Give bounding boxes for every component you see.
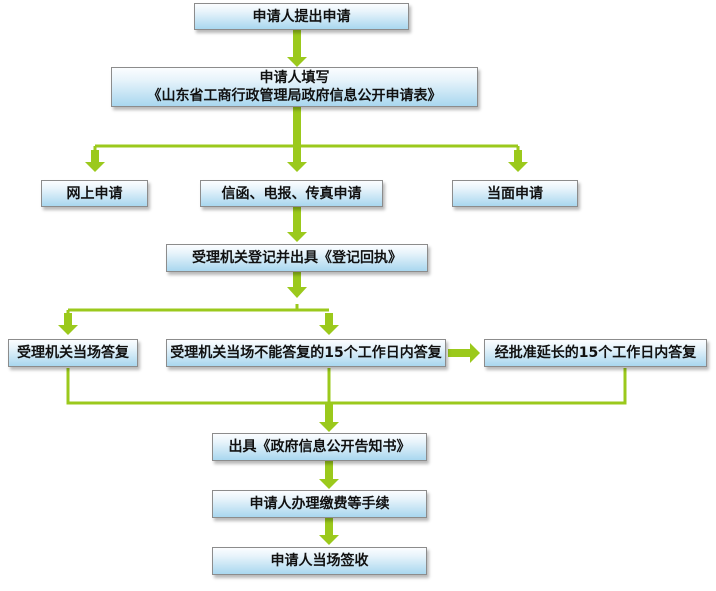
node-fees-label: 申请人办理缴费等手续 [249, 496, 390, 512]
node-in-person-application: 当面申请 [452, 180, 578, 207]
arrow-merge-to-notice [319, 402, 339, 432]
node-mail-label: 信函、电报、传真申请 [221, 185, 362, 202]
arrow-mail-to-register [287, 207, 307, 242]
node-reply-on-spot: 受理机关当场答复 [8, 339, 138, 367]
connector-split-replies [66, 304, 329, 315]
node-reply-spot-label: 受理机关当场答复 [17, 345, 129, 361]
arrow-to-reply-15 [319, 313, 339, 335]
node-fill-form: 申请人填写 《山东省工商行政管理局政府信息公开申请表》 [111, 67, 478, 107]
node-online-label: 网上申请 [66, 185, 123, 202]
node-reply-extension: 经批准延长的15个工作日内答复 [484, 339, 707, 367]
node-fill-label-1: 申请人填写 [259, 70, 330, 86]
arrow-to-extension [448, 343, 480, 363]
node-fill-label-2: 《山东省工商行政管理局政府信息公开申请表》 [147, 88, 442, 104]
arrow-fill-to-mail [287, 107, 307, 172]
arrow-notice-to-fees [319, 461, 339, 489]
node-reply-ext-label: 经批准延长的15个工作日内答复 [494, 345, 697, 361]
connector-merge-notice [66, 368, 627, 405]
node-online-application: 网上申请 [41, 180, 148, 207]
node-reply-within-15-days: 受理机关当场不能答复的15个工作日内答复 [166, 339, 446, 367]
arrow-to-online [85, 150, 105, 172]
arrow-to-reply-spot [58, 313, 78, 335]
connector-split-methods [93, 137, 520, 152]
node-sign-receipt: 申请人当场签收 [212, 547, 427, 575]
node-disclosure-notice: 出具《政府信息公开告知书》 [212, 433, 427, 461]
node-reply-15-label: 受理机关当场不能答复的15个工作日内答复 [170, 345, 442, 361]
node-sign-label: 申请人当场签收 [270, 553, 369, 569]
node-register-receipt: 受理机关登记并出具《登记回执》 [166, 244, 428, 272]
node-submit-application: 申请人提出申请 [194, 3, 409, 30]
node-in-person-label: 当面申请 [487, 185, 543, 202]
node-pay-fees: 申请人办理缴费等手续 [212, 490, 427, 518]
node-register-label: 受理机关登记并出具《登记回执》 [192, 250, 402, 266]
node-mail-application: 信函、电报、传真申请 [200, 180, 383, 207]
arrow-to-in-person [508, 150, 528, 172]
node-submit-label: 申请人提出申请 [252, 8, 351, 25]
arrow-register-to-reply15 [287, 272, 307, 298]
arrow-submit-to-fill [287, 30, 307, 67]
node-notice-label: 出具《政府信息公开告知书》 [228, 439, 411, 455]
arrow-fees-to-sign [319, 518, 339, 545]
